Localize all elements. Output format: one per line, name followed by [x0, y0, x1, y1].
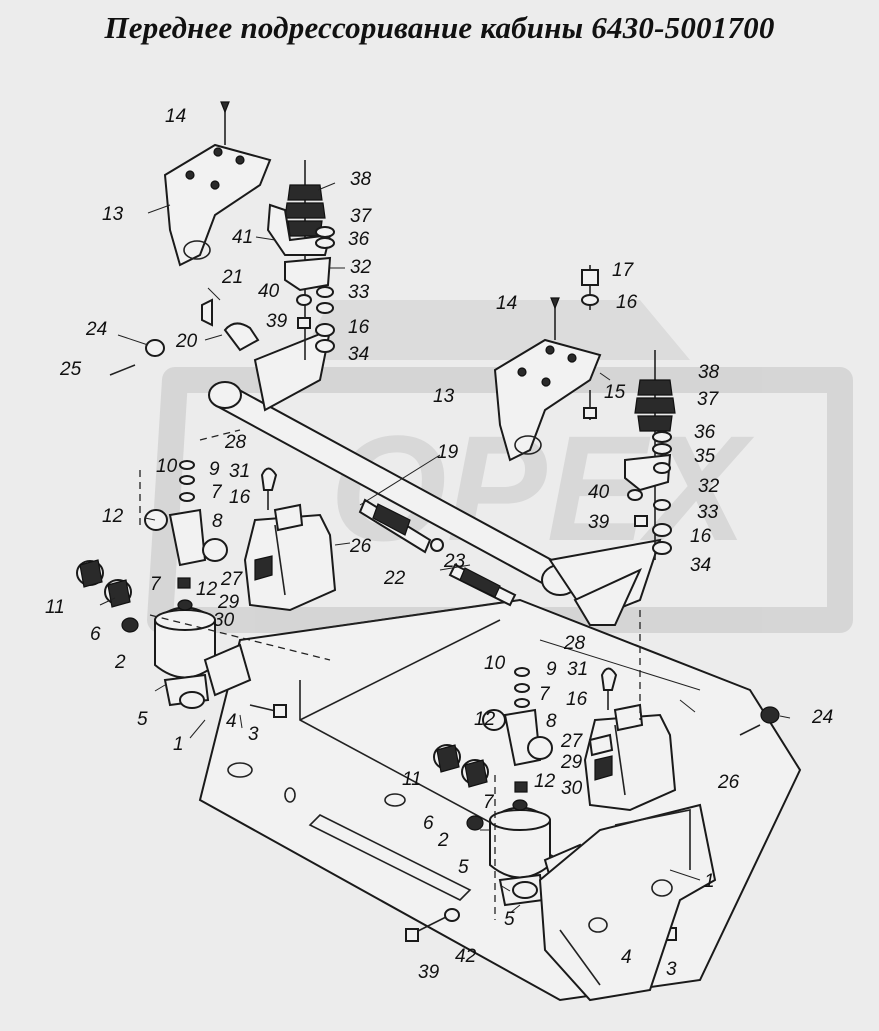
callout-1: 1: [704, 871, 715, 892]
callout-40: 40: [258, 281, 280, 302]
callout-28: 28: [224, 432, 247, 453]
bracket-upper-left: [163, 101, 272, 267]
callout-28: 28: [563, 633, 586, 654]
callout-41: 41: [232, 227, 253, 248]
callout-16: 16: [616, 292, 638, 313]
callout-3: 3: [248, 724, 259, 745]
callout-14: 14: [165, 106, 186, 127]
frame-corner-bracket: [538, 803, 717, 1002]
callout-16: 16: [690, 526, 712, 547]
callout-30: 30: [561, 778, 583, 799]
cross-tube: [208, 328, 662, 626]
callout-8: 8: [212, 511, 223, 532]
callout-37: 37: [697, 389, 720, 410]
callout-25: 25: [59, 359, 82, 380]
buffer-stack-right: [581, 265, 676, 560]
diagram-title: Переднее подрессоривание кабины 6430-500…: [104, 10, 775, 45]
callout-29: 29: [217, 592, 240, 613]
callout-19: 19: [437, 442, 459, 463]
callout-5: 5: [137, 709, 148, 730]
callout-8: 8: [546, 711, 557, 732]
callout-31: 31: [229, 461, 250, 482]
callout-37: 37: [350, 206, 373, 227]
callout-32: 32: [350, 257, 372, 278]
air-bag-left: [76, 298, 287, 718]
mount-left: [243, 467, 337, 612]
callout-14: 14: [496, 293, 517, 314]
callout-39: 39: [266, 311, 288, 332]
callout-35: 35: [694, 446, 716, 467]
callout-20: 20: [175, 331, 198, 352]
callout-13: 13: [102, 204, 124, 225]
callout-6: 6: [423, 813, 434, 834]
torsion-rod: [358, 498, 517, 607]
callout-42: 42: [455, 946, 477, 967]
callout-4: 4: [621, 947, 632, 968]
callout-10: 10: [484, 653, 506, 674]
callout-16: 16: [229, 487, 251, 508]
buffer-stack-left: [266, 160, 335, 360]
callout-11: 11: [45, 597, 65, 618]
callout-22: 22: [383, 568, 406, 589]
callout-27: 27: [560, 731, 584, 752]
callout-36: 36: [348, 229, 370, 250]
callout-7: 7: [483, 792, 495, 813]
callout-38: 38: [698, 362, 720, 383]
callout-2: 2: [114, 652, 126, 673]
callout-39: 39: [588, 512, 610, 533]
leader-lines: [99, 182, 791, 920]
callout-9: 9: [546, 659, 557, 680]
callout-26: 26: [717, 772, 740, 793]
callout-40: 40: [588, 482, 610, 503]
callout-33: 33: [697, 502, 719, 523]
callout-6: 6: [90, 624, 101, 645]
callout-23: 23: [443, 551, 466, 572]
callout-12: 12: [474, 709, 496, 730]
callout-36: 36: [694, 422, 716, 443]
callout-7: 7: [150, 574, 162, 595]
callout-21: 21: [221, 267, 243, 288]
callout-4: 4: [226, 711, 237, 732]
callout-1: 1: [173, 734, 184, 755]
callout-24: 24: [811, 707, 833, 728]
callout-32: 32: [698, 476, 720, 497]
callout-29: 29: [560, 752, 583, 773]
callout-5: 5: [504, 909, 515, 930]
bracket-upper-right: [493, 297, 602, 462]
callout-16: 16: [566, 689, 588, 710]
callout-9: 9: [209, 459, 220, 480]
callout-16: 16: [348, 317, 370, 338]
callout-12: 12: [196, 579, 218, 600]
callout-30: 30: [213, 610, 235, 631]
callout-5: 5: [458, 857, 469, 878]
callout-13: 13: [433, 386, 455, 407]
callout-39: 39: [418, 962, 440, 983]
callout-12: 12: [534, 771, 556, 792]
callout-34: 34: [348, 344, 369, 365]
callout-31: 31: [567, 659, 588, 680]
callout-7: 7: [539, 684, 551, 705]
callout-11: 11: [402, 769, 422, 790]
callout-34: 34: [690, 555, 711, 576]
callout-27: 27: [220, 569, 244, 590]
callout-17: 17: [612, 260, 635, 281]
callout-3: 3: [666, 959, 677, 980]
callout-10: 10: [156, 456, 178, 477]
callout-2: 2: [437, 830, 449, 851]
callout-33: 33: [348, 282, 370, 303]
callout-12: 12: [102, 506, 124, 527]
callout-26: 26: [349, 536, 372, 557]
callout-24: 24: [85, 319, 107, 340]
callout-38: 38: [350, 169, 372, 190]
callout-7: 7: [211, 482, 223, 503]
callout-15: 15: [604, 382, 626, 403]
